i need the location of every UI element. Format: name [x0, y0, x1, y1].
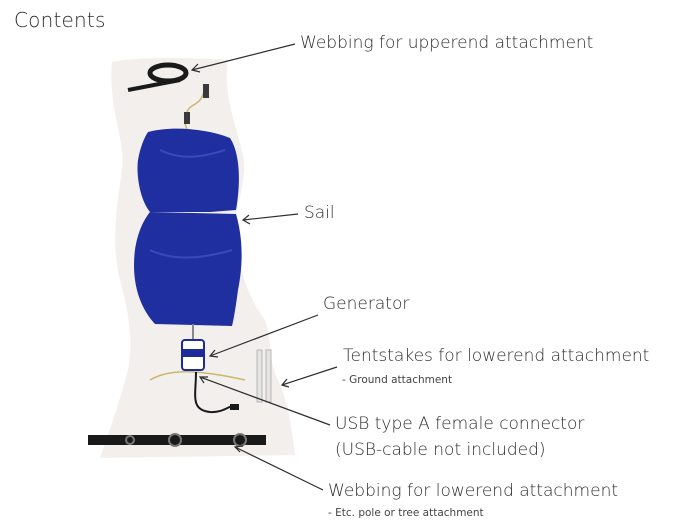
label-webbing-lower: Webbing for lowerend attachment — [328, 481, 619, 501]
label-usb-note: (USB-cable not included) — [335, 440, 546, 460]
arrow-tentstakes — [281, 366, 338, 386]
sail-lower-icon — [134, 212, 242, 326]
page-title: Contents — [14, 8, 106, 32]
generator-icon — [181, 339, 205, 371]
label-webbing-upper: Webbing for upperend attachment — [300, 33, 594, 53]
usb-connector-icon — [194, 371, 239, 414]
lower-webbing-icon — [88, 433, 266, 447]
label-generator: Generator — [323, 294, 410, 314]
arrow-usb — [199, 376, 331, 426]
label-tentstakes: Tentstakes for lowerend attachment — [343, 346, 650, 366]
pointer-arrows — [190, 43, 338, 491]
arrow-generator — [209, 314, 319, 357]
arrow-webbing-lower — [234, 446, 324, 491]
upper-webbing-icon — [127, 62, 189, 92]
label-sail: Sail — [304, 203, 335, 223]
sublabel-pole-attachment: - Etc. pole or tree attachment — [328, 507, 484, 519]
label-usb-connector: USB type A female connector — [335, 414, 585, 434]
generator-cord-icon — [149, 371, 246, 381]
arrow-sail — [242, 213, 299, 221]
sublabel-ground-attachment: - Ground attachment — [342, 374, 453, 386]
sail-upper-icon — [137, 128, 239, 212]
arrow-webbing-upper — [191, 43, 296, 71]
